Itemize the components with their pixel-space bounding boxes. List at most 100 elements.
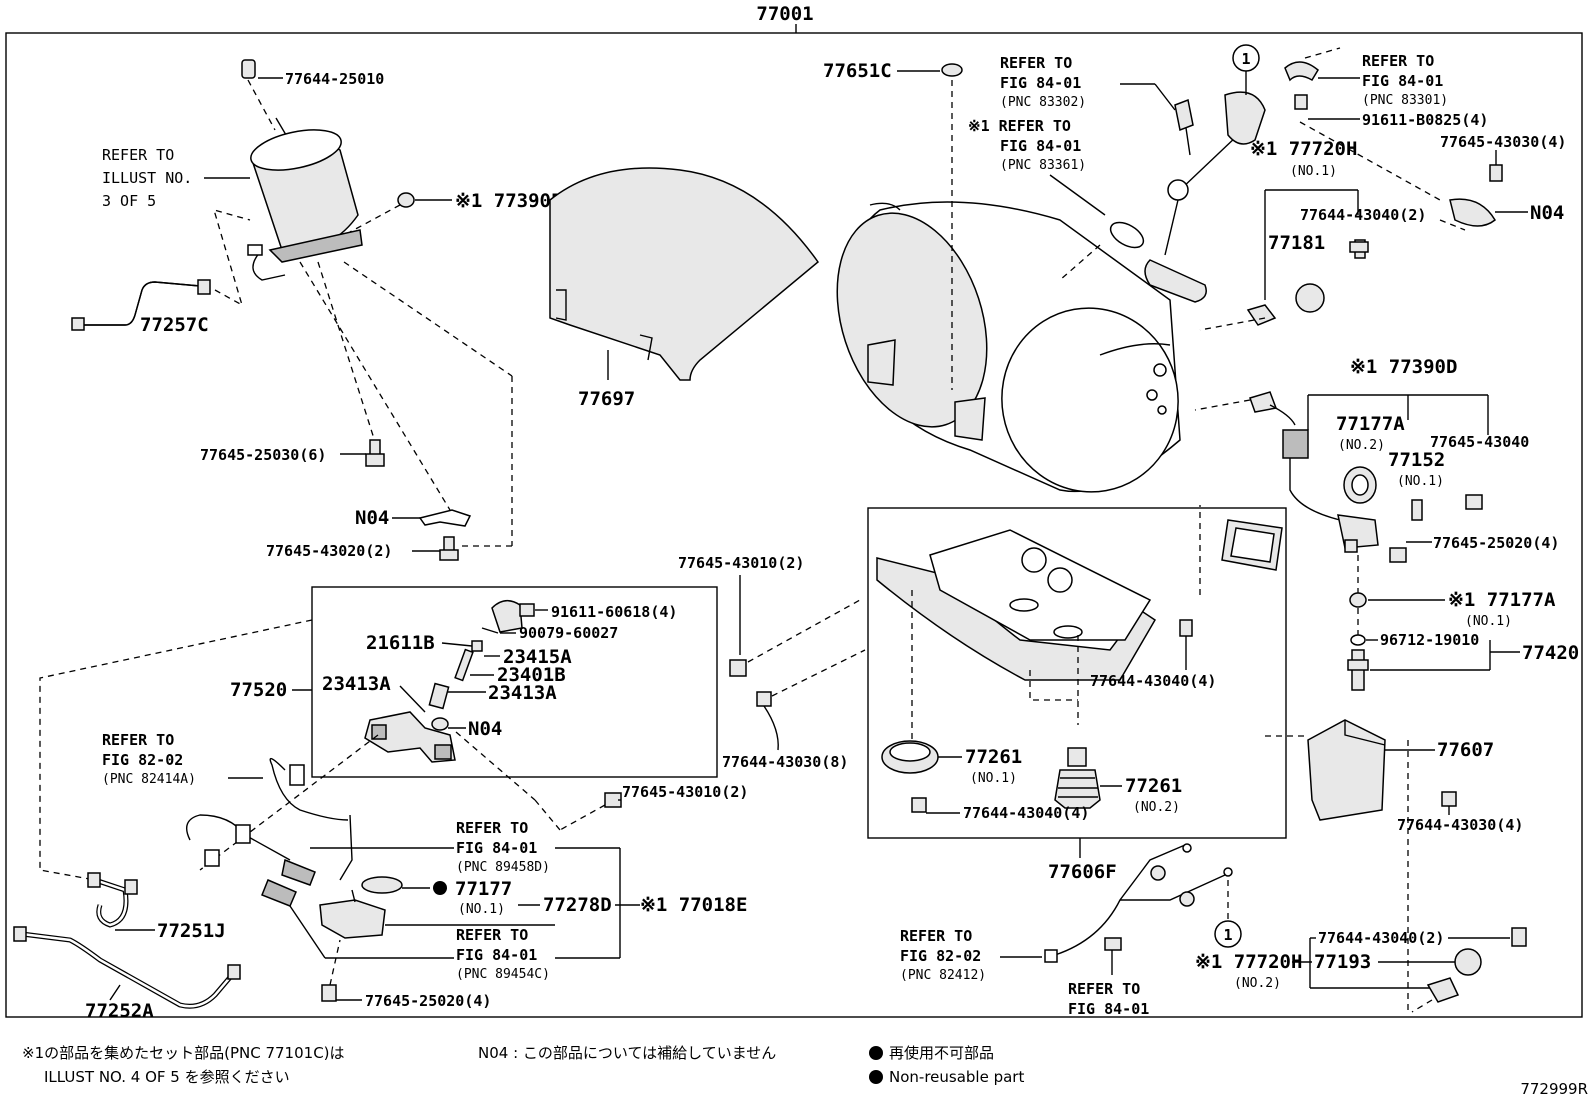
ref-84-01-h-line2: FIG 84-01 [1068, 1000, 1149, 1018]
solenoid-valve [364, 711, 456, 763]
ref-82412-line3: (PNC 82412) [900, 968, 986, 983]
ref-82414A-line2: FIG 82-02 [102, 751, 183, 769]
assembly-number: 77001 [756, 3, 813, 25]
label-77644-25010: 77644-25010 [285, 70, 384, 88]
label-N04-right: N04 [1530, 202, 1564, 224]
ref-82412-line2: FIG 82-02 [900, 947, 981, 965]
label-77645-43030-4: 77645-43030(4) [1440, 133, 1566, 151]
label-96712-19010: 96712-19010 [1380, 631, 1479, 649]
label-77177: 77177 [455, 878, 512, 900]
label-77720H-no2-sub: (NO.2) [1234, 976, 1281, 991]
label-23415A: 23415A [503, 646, 572, 668]
label-77390D: ※1 77390D [1350, 356, 1457, 378]
vaporizer-valve [261, 858, 386, 939]
label-77181: 77181 [1268, 232, 1325, 254]
label-21611B: 21611B [366, 632, 435, 654]
label-77645-43010-2a: 77645-43010(2) [678, 554, 804, 572]
label-77644-43040-4b: 77644-43040(4) [963, 804, 1089, 822]
ref-89458D-line2: FIG 84-01 [456, 839, 537, 857]
label-77720H-no2: ※1 77720H [1195, 951, 1302, 973]
ref-circle-1b [1214, 920, 1242, 948]
ref-82414A-line3: (PNC 82414A) [102, 772, 196, 787]
frame-77606F [867, 507, 1287, 839]
lpg-tank [836, 201, 1181, 493]
ref-82414A-line1: REFER TO [102, 731, 174, 749]
ref-82412-line1: REFER TO [900, 927, 972, 945]
label-77261-no2: 77261 [1125, 775, 1182, 797]
label-77251J: 77251J [157, 920, 226, 942]
footnote-line1: ※1の部品を集めたセット部品(PNC 77101C)は [22, 1044, 345, 1062]
legend-bullet-jp [869, 1046, 883, 1060]
label-77252A: 77252A [85, 1000, 154, 1022]
ref-83302-line3: (PNC 83302) [1000, 95, 1086, 110]
label-77420: 77420 [1522, 642, 1579, 664]
label-N04-solenoid: N04 [468, 718, 502, 740]
ref-83301-line2: FIG 84-01 [1362, 72, 1443, 90]
label-77193: 77193 [1314, 951, 1371, 973]
ref-illust-line3: 3 OF 5 [102, 192, 156, 210]
bolt-77645-25030 [365, 439, 385, 467]
footnote-line2: ILLUST NO. 4 OF 5 を参照ください [44, 1068, 290, 1086]
label-77645-43040: 77645-43040 [1430, 433, 1529, 451]
ref-illust-line2: ILLUST NO. [102, 169, 192, 187]
label-90079-60027: 90079-60027 [519, 624, 618, 642]
float-gauge [1109, 91, 1266, 303]
label-77520: 77520 [230, 679, 287, 701]
label-77177A-no1-sub: (NO.1) [1465, 614, 1512, 629]
legend-jp: 再使用不可部品 [889, 1044, 994, 1062]
label-77152: 77152 [1388, 449, 1445, 471]
label-77607: 77607 [1437, 739, 1494, 761]
label-77152-sub: (NO.1) [1397, 474, 1444, 489]
label-77177A-no2-sub: (NO.2) [1338, 438, 1385, 453]
label-77720H-no1-sub: (NO.1) [1290, 164, 1337, 179]
label-77257C: 77257C [140, 314, 209, 336]
ref-83302-line1: REFER TO [1000, 54, 1072, 72]
legend-bullet-en [869, 1070, 883, 1084]
label-77644-43040-2a: 77644-43040(2) [1300, 206, 1426, 224]
label-77606F: 77606F [1048, 861, 1117, 883]
label-77261-no2-sub: (NO.2) [1133, 800, 1180, 815]
label-23413A-a: 23413A [322, 673, 391, 695]
ref-89454C-line1: REFER TO [456, 926, 528, 944]
label-N04-motor: N04 [355, 507, 389, 529]
ref-illust-line1: REFER TO [102, 146, 174, 164]
non-reusable-marker [433, 881, 447, 895]
label-77720H-no1: ※1 77720H [1250, 138, 1357, 160]
label-77177-sub: (NO.1) [458, 902, 505, 917]
label-77645-25020-4b: 77645-25020(4) [365, 992, 491, 1010]
motor-illustration [241, 59, 363, 281]
illustration-code: 772999R [1520, 1080, 1588, 1098]
ref-89458D-line3: (PNC 89458D) [456, 860, 550, 875]
ref-89454C-line3: (PNC 89454C) [456, 967, 550, 982]
tank-bracket [876, 529, 1157, 681]
ref-83301-line3: (PNC 83301) [1362, 93, 1448, 108]
label-77644-43040-2b: 77644-43040(2) [1318, 929, 1444, 947]
label-77651C: 77651C [823, 60, 892, 82]
legend-en: Non-reusable part [889, 1068, 1024, 1086]
heat-shield [549, 167, 820, 381]
label-77278D: 77278D [543, 894, 612, 916]
label-91611-B0825: 91611-B0825(4) [1362, 111, 1488, 129]
label-77644-43030-4: 77644-43030(4) [1397, 816, 1523, 834]
ref-83302-line2: FIG 84-01 [1000, 74, 1081, 92]
ref-84-01-h-line1: REFER TO [1068, 980, 1140, 998]
label-77645-25020-4a: 77645-25020(4) [1433, 534, 1559, 552]
circle-1a-label: 1 [1241, 50, 1250, 68]
label-77261-no1-sub: (NO.1) [970, 771, 1017, 786]
label-77177A-no2: 77177A [1336, 413, 1405, 435]
label-77645-43010-2b: 77645-43010(2) [622, 783, 748, 801]
label-77177A-no1: ※1 77177A [1448, 589, 1556, 611]
label-91611-60618: 91611-60618(4) [551, 603, 677, 621]
label-77644-43040-4a: 77644-43040(4) [1090, 672, 1216, 690]
frame-77520 [311, 586, 718, 778]
ref-83361-line2: FIG 84-01 [1000, 137, 1081, 155]
label-23413A-b: 23413A [488, 682, 557, 704]
circle-1b-label: 1 [1223, 926, 1232, 944]
ref-83361-line3: (PNC 83361) [1000, 158, 1086, 173]
label-77645-25030: 77645-25030(6) [200, 446, 326, 464]
label-77697: 77697 [578, 388, 635, 410]
ref-89454C-line2: FIG 84-01 [456, 946, 537, 964]
assembly-frame [5, 32, 1583, 1018]
label-23401B: 23401B [497, 664, 566, 686]
